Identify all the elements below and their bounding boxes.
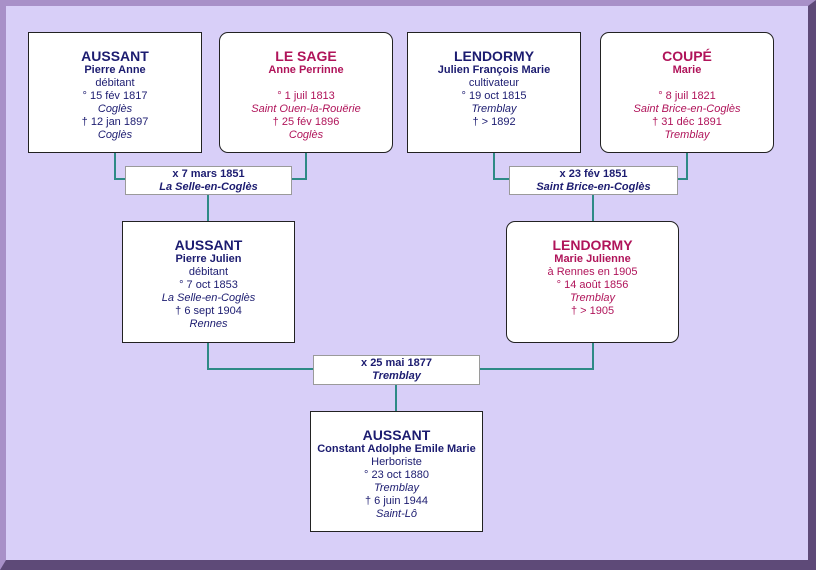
person-birth-place: Tremblay bbox=[569, 292, 616, 304]
marriage-date: x 7 mars 1851 bbox=[172, 168, 245, 180]
person-birth-date: ° 15 fév 1817 bbox=[82, 90, 148, 102]
person-occupation: débitant bbox=[188, 266, 229, 278]
person-card-aussant-pierre-julien[interactable]: AUSSANT Pierre Julien débitant ° 7 oct 1… bbox=[122, 221, 295, 343]
spacer bbox=[601, 77, 773, 90]
person-surname: LENDORMY bbox=[552, 237, 633, 253]
person-surname: AUSSANT bbox=[81, 48, 149, 64]
marriage-box-1851-saint-brice[interactable]: x 23 fév 1851 Saint Brice-en-Coglès bbox=[509, 166, 678, 195]
person-surname: AUSSANT bbox=[362, 427, 431, 443]
person-occupation: cultivateur bbox=[468, 77, 520, 89]
person-card-aussant-pierre-anne[interactable]: AUSSANT Pierre Anne débitant ° 15 fév 18… bbox=[28, 32, 202, 153]
connector-line bbox=[207, 342, 209, 370]
person-death-place: Coglès bbox=[97, 129, 133, 141]
marriage-date: x 25 mai 1877 bbox=[361, 357, 432, 369]
person-death-date: † > 1905 bbox=[570, 305, 615, 317]
person-birth-date: ° 8 juil 1821 bbox=[658, 90, 716, 102]
person-death-place: Coglès bbox=[288, 129, 324, 141]
person-death-date: † 31 déc 1891 bbox=[652, 116, 722, 128]
connector-line bbox=[677, 178, 688, 180]
connector-line bbox=[479, 368, 594, 370]
person-death-date: † 25 fév 1896 bbox=[272, 116, 340, 128]
person-death-place: Tremblay bbox=[664, 129, 710, 141]
spacer bbox=[220, 77, 392, 90]
person-card-aussant-constant[interactable]: AUSSANT Constant Adolphe Emile Marie Her… bbox=[310, 411, 483, 532]
person-birth-place: Tremblay bbox=[471, 103, 517, 115]
connector-line bbox=[592, 195, 594, 221]
connector-line bbox=[207, 368, 314, 370]
person-birth-date: ° 19 oct 1815 bbox=[461, 90, 527, 102]
person-birth-date: ° 23 oct 1880 bbox=[364, 469, 429, 481]
person-birth-place: Coglès bbox=[97, 103, 133, 115]
person-given-names: Constant Adolphe Emile Marie bbox=[317, 443, 476, 455]
person-given-names: Pierre Anne bbox=[84, 64, 146, 76]
person-card-lendormy-marie-julienne[interactable]: LENDORMY Marie Julienne à Rennes en 1905… bbox=[506, 221, 679, 343]
marriage-box-1877-tremblay[interactable]: x 25 mai 1877 Tremblay bbox=[313, 355, 480, 385]
person-death-date: † 6 juin 1944 bbox=[365, 495, 428, 507]
person-death-date: † > 1892 bbox=[472, 116, 516, 128]
person-given-names: Anne Perrinne bbox=[268, 64, 344, 76]
person-given-names: Marie Julienne bbox=[554, 253, 631, 265]
connector-line bbox=[493, 152, 495, 180]
marriage-place: Saint Brice-en-Coglès bbox=[536, 181, 651, 193]
marriage-place: La Selle-en-Coglès bbox=[159, 181, 258, 193]
person-birth-place: Tremblay bbox=[373, 482, 420, 494]
person-occupation: débitant bbox=[95, 77, 135, 89]
person-birth-place: Saint Brice-en-Coglès bbox=[633, 103, 741, 115]
person-given-names: Pierre Julien bbox=[175, 253, 242, 265]
connector-line bbox=[493, 178, 510, 180]
person-birth-place: La Selle-en-Coglès bbox=[161, 292, 256, 304]
person-birth-date: ° 1 juil 1813 bbox=[277, 90, 335, 102]
marriage-place: Tremblay bbox=[372, 370, 421, 382]
person-death-date: † 6 sept 1904 bbox=[175, 305, 242, 317]
person-given-names: Julien François Marie bbox=[437, 64, 551, 76]
person-death-place: Rennes bbox=[189, 318, 228, 330]
person-surname: COUPÉ bbox=[662, 48, 712, 64]
marriage-box-1851-la-selle[interactable]: x 7 mars 1851 La Selle-en-Coglès bbox=[125, 166, 292, 195]
connector-line bbox=[592, 342, 594, 370]
person-surname: LE SAGE bbox=[275, 48, 337, 64]
person-death-date: † 12 jan 1897 bbox=[81, 116, 149, 128]
connector-line bbox=[207, 195, 209, 221]
connector-line bbox=[114, 152, 116, 180]
person-surname: LENDORMY bbox=[453, 48, 535, 64]
connector-line bbox=[686, 152, 688, 180]
person-death-place: Saint-Lô bbox=[376, 508, 417, 520]
person-birth-date: ° 14 août 1856 bbox=[556, 279, 629, 291]
person-card-lendormy-julien-francois-marie[interactable]: LENDORMY Julien François Marie cultivate… bbox=[407, 32, 581, 153]
connector-line bbox=[291, 178, 307, 180]
connector-line bbox=[305, 152, 307, 180]
person-birth-date: ° 7 oct 1853 bbox=[179, 279, 238, 291]
person-surname: AUSSANT bbox=[174, 237, 243, 253]
person-card-coupe-marie[interactable]: COUPÉ Marie ° 8 juil 1821 Saint Brice-en… bbox=[600, 32, 774, 153]
connector-line bbox=[395, 385, 397, 411]
person-card-le-sage-anne-perrinne[interactable]: LE SAGE Anne Perrinne ° 1 juil 1813 Sain… bbox=[219, 32, 393, 153]
person-given-names: Marie bbox=[672, 64, 702, 76]
marriage-date: x 23 fév 1851 bbox=[559, 168, 628, 180]
person-occupation: Herboriste bbox=[371, 456, 422, 468]
person-birth-place: Saint Ouen-la-Rouërie bbox=[251, 103, 361, 115]
person-note: à Rennes en 1905 bbox=[547, 266, 638, 278]
connector-line bbox=[114, 178, 126, 180]
